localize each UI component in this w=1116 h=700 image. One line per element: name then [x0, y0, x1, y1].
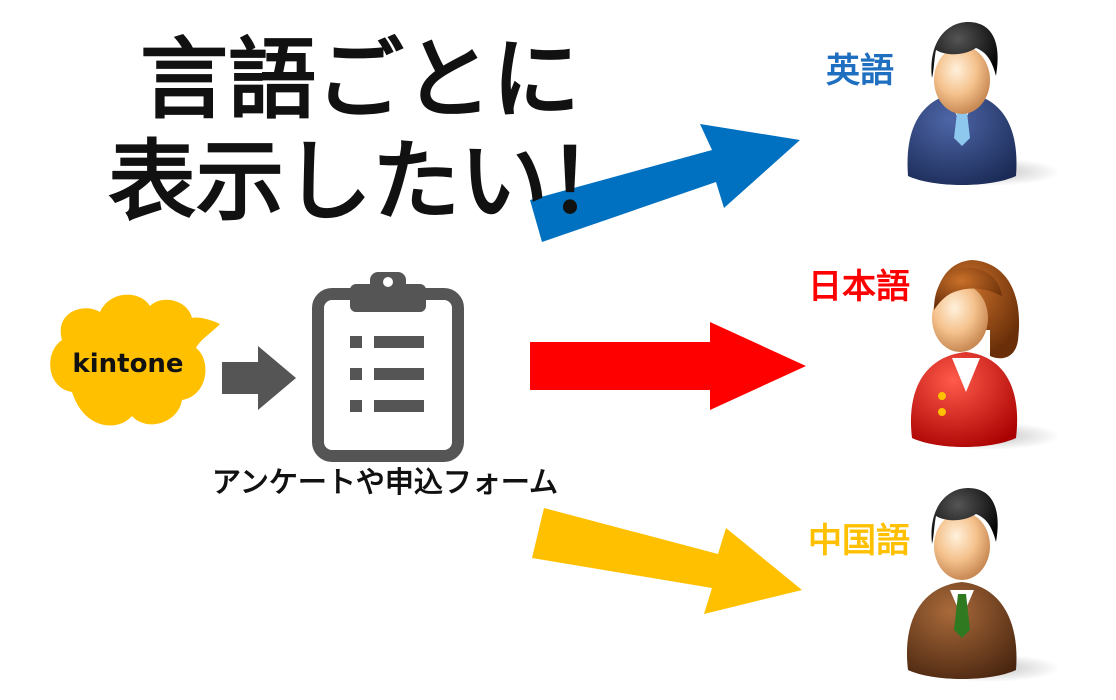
arrow-to-chinese	[532, 508, 802, 614]
clipboard-icon	[312, 272, 464, 462]
man-brown-suit-icon	[906, 488, 1060, 682]
title-line-2: 表示したい！	[108, 130, 637, 233]
kintone-cloud-logo: kintone	[50, 294, 221, 426]
woman-red-suit-icon	[910, 260, 1060, 450]
man-blue-suit-icon	[907, 22, 1060, 186]
form-caption: アンケートや申込フォーム	[212, 465, 558, 499]
kintone-logo-text: kintone	[72, 349, 183, 379]
language-label-chinese: 中国語	[808, 521, 910, 561]
language-label-japanese: 日本語	[808, 267, 910, 307]
arrow-to-japanese	[530, 322, 806, 410]
title-line-1: 言語ごとに	[140, 28, 581, 131]
small-arrow-icon	[222, 346, 296, 410]
language-label-english: 英語	[826, 51, 894, 91]
arrow-to-english	[530, 124, 800, 242]
